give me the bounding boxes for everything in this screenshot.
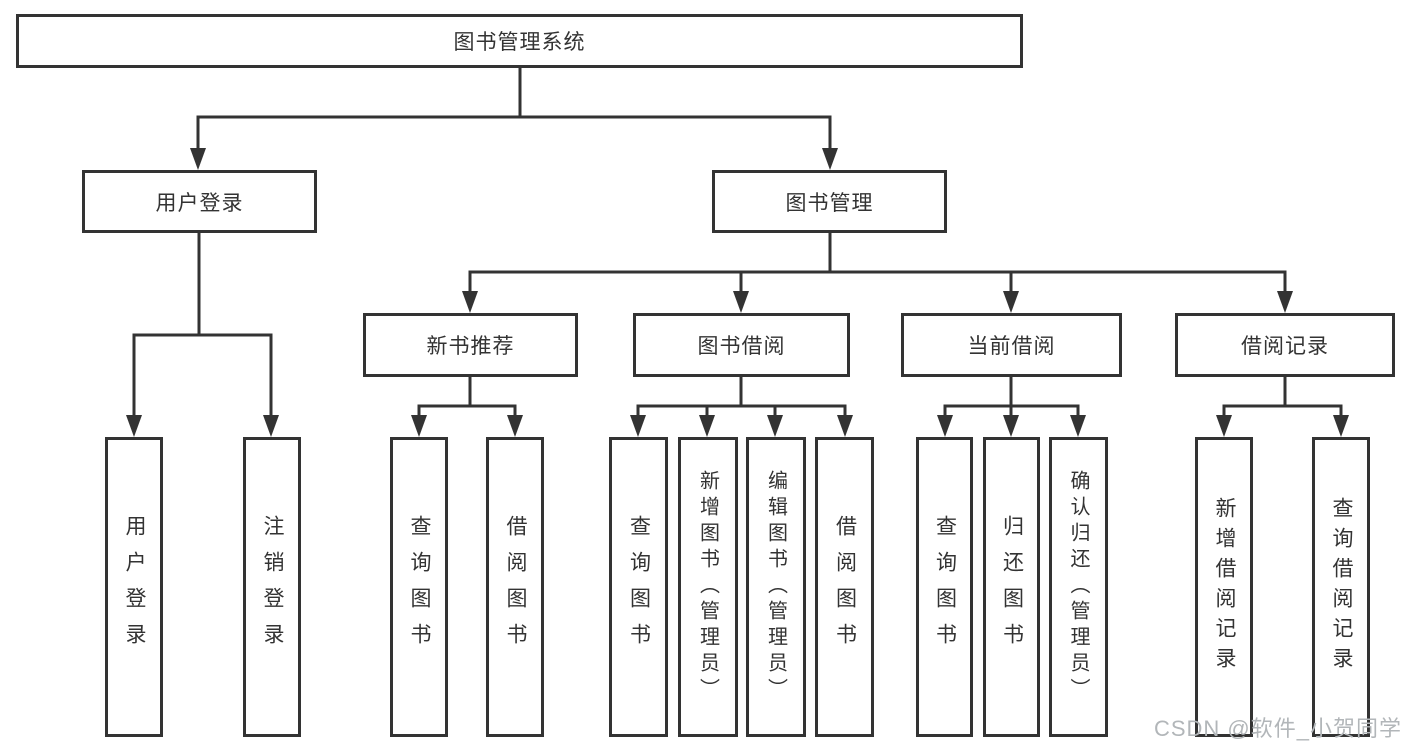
node-user-login-label: 用户登录	[155, 191, 244, 215]
leaf-logout-label: 注销登录	[261, 515, 284, 659]
leaf-nr-borrow-books: 借阅图书	[486, 437, 544, 737]
node-current-borrow: 当前借阅	[901, 313, 1122, 377]
node-library-system-label: 图书管理系统	[453, 31, 586, 54]
node-book-management: 图书管理	[712, 170, 947, 233]
leaf-br-query-record: 查询借阅记录	[1312, 437, 1370, 737]
leaf-bb-add-books-admin-label: 新增图书（管理员）	[696, 470, 719, 704]
leaf-br-query-record-label: 查询借阅记录	[1330, 497, 1353, 677]
connector-user-login-to-leaves	[132, 233, 273, 417]
leaf-user-login: 用户登录	[105, 437, 163, 737]
leaf-nr-borrow-books-label: 借阅图书	[504, 515, 527, 659]
connector-current-borrow-to-leaves	[943, 377, 1080, 419]
node-new-book-recommend-label: 新书推荐	[426, 335, 515, 358]
leaf-bb-edit-books-admin-label: 编辑图书（管理员）	[764, 470, 787, 704]
node-user-login: 用户登录	[82, 170, 317, 233]
leaf-nr-query-books-label: 查询图书	[408, 515, 431, 659]
leaf-bb-borrow-books: 借阅图书	[815, 437, 874, 737]
node-book-borrow-label: 图书借阅	[697, 335, 786, 358]
watermark-text: CSDN @软件_小贺同学	[1153, 716, 1402, 741]
leaf-bb-edit-books-admin: 编辑图书（管理员）	[746, 437, 806, 737]
node-book-management-label: 图书管理	[785, 191, 874, 215]
node-new-book-recommend: 新书推荐	[363, 313, 578, 377]
leaf-cb-query-books: 查询图书	[916, 437, 973, 737]
leaf-cb-query-books-label: 查询图书	[933, 515, 957, 659]
leaf-cb-return-books-label: 归还图书	[1000, 515, 1024, 659]
connector-root-to-level2	[196, 68, 832, 150]
leaf-br-add-record: 新增借阅记录	[1195, 437, 1253, 737]
leaf-cb-return-books: 归还图书	[983, 437, 1040, 737]
leaf-cb-confirm-return-admin: 确认归还（管理员）	[1049, 437, 1108, 737]
leaf-bb-borrow-books-label: 借阅图书	[833, 515, 857, 659]
leaf-logout: 注销登录	[243, 437, 301, 737]
node-borrow-records: 借阅记录	[1175, 313, 1395, 377]
leaf-br-add-record-label: 新增借阅记录	[1213, 497, 1236, 677]
leaf-nr-query-books: 查询图书	[390, 437, 448, 737]
leaf-cb-confirm-return-admin-label: 确认归还（管理员）	[1067, 470, 1089, 704]
leaf-bb-add-books-admin: 新增图书（管理员）	[678, 437, 738, 737]
node-library-system: 图书管理系统	[16, 14, 1023, 68]
node-borrow-records-label: 借阅记录	[1241, 335, 1329, 358]
leaf-bb-query-books: 查询图书	[609, 437, 668, 737]
leaf-bb-query-books-label: 查询图书	[627, 515, 651, 659]
node-current-borrow-label: 当前借阅	[967, 335, 1056, 358]
connector-new-book-to-leaves	[417, 377, 517, 419]
arrowheads	[126, 148, 1349, 437]
node-book-borrow: 图书借阅	[633, 313, 850, 377]
leaf-user-login-label: 用户登录	[123, 515, 146, 659]
connector-book-borrow-to-leaves	[636, 377, 847, 419]
connector-borrow-records-to-leaves	[1222, 377, 1343, 419]
connector-book-mgmt-to-level3	[468, 233, 1287, 293]
